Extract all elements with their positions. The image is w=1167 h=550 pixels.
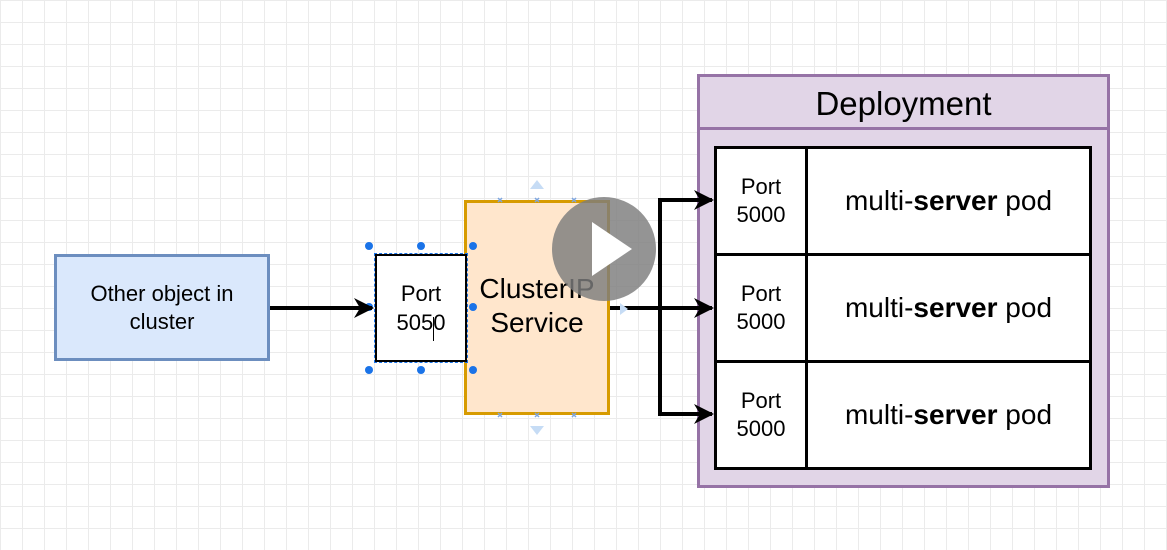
service-label-line2: Service	[490, 307, 584, 338]
resize-handle-bottom-left[interactable]	[365, 366, 373, 374]
pod-port-number: 5000	[736, 416, 786, 441]
pod-name-suffix: pod	[997, 185, 1053, 216]
pod-name-suffix: pod	[997, 399, 1053, 430]
play-icon	[592, 222, 632, 276]
pod-name-bold: server	[913, 399, 998, 430]
pod-name-prefix: multi-	[844, 185, 914, 216]
resize-handle-top-left[interactable]	[365, 242, 373, 250]
deployment-title: Deployment	[700, 77, 1107, 130]
pod-port-word: Port	[740, 174, 782, 199]
other-object-label: Other object in cluster	[90, 280, 234, 334]
pod-name-prefix: multi-	[844, 399, 914, 430]
pod-row[interactable]: Port 5000 multi-server pod	[714, 146, 1092, 256]
pod-name: multi-server pod	[808, 363, 1089, 467]
resize-handle-bottom[interactable]	[417, 366, 425, 374]
connection-hint-arrow-up-icon[interactable]	[530, 180, 544, 189]
pod-port-cell[interactable]: Port 5000	[717, 256, 808, 360]
text-cursor	[433, 317, 434, 341]
pod-name: multi-server pod	[808, 149, 1089, 253]
pod-port-cell[interactable]: Port 5000	[717, 363, 808, 467]
resize-handle-right[interactable]	[469, 303, 477, 311]
pod-port-cell[interactable]: Port 5000	[717, 149, 808, 253]
resize-handle-left[interactable]	[365, 303, 373, 311]
pod-name-bold: server	[913, 185, 998, 216]
service-port-word: Port	[400, 281, 442, 306]
other-object-node[interactable]: Other object in cluster	[54, 254, 270, 361]
service-port-node[interactable]: Port 5050	[374, 253, 468, 363]
pod-port-number: 5000	[736, 202, 786, 227]
pod-name-suffix: pod	[997, 292, 1053, 323]
resize-handle-top-right[interactable]	[469, 242, 477, 250]
pod-name-prefix: multi-	[844, 292, 914, 323]
pod-name-bold: server	[913, 292, 998, 323]
pod-name: multi-server pod	[808, 256, 1089, 360]
pod-port-number: 5000	[736, 309, 786, 334]
pod-port-word: Port	[740, 281, 782, 306]
connection-hint-arrow-right-icon[interactable]	[620, 303, 628, 315]
resize-handle-bottom-right[interactable]	[469, 366, 477, 374]
service-port-number[interactable]: 5050	[396, 310, 446, 335]
pod-row[interactable]: Port 5000 multi-server pod	[714, 360, 1092, 470]
pod-row[interactable]: Port 5000 multi-server pod	[714, 253, 1092, 363]
resize-handle-top[interactable]	[417, 242, 425, 250]
pod-port-word: Port	[740, 388, 782, 413]
connection-hint-arrow-down-icon[interactable]	[530, 426, 544, 435]
